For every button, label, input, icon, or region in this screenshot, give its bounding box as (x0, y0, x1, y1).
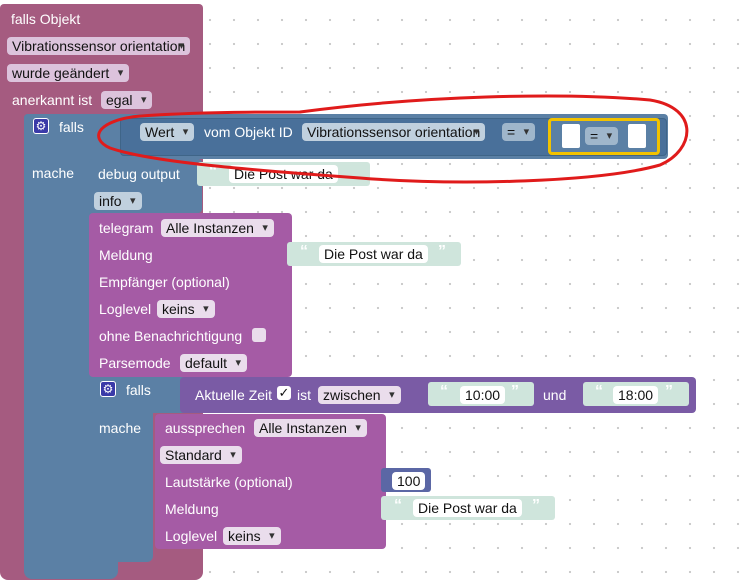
telegram-recipient-label: Empfänger (optional) (99, 274, 230, 290)
quote-open-icon: “ (394, 497, 402, 514)
time-relation-dropdown[interactable]: zwischen (318, 386, 401, 404)
value-dropdown[interactable]: Wert (140, 123, 195, 141)
speak-loglevel-label: Loglevel (165, 528, 218, 544)
quote-close-icon: ” (665, 383, 673, 400)
event-trigger-dropdown[interactable]: wurde geändert (7, 64, 130, 82)
telegram-label: telegram (99, 220, 154, 236)
time-label: Aktuelle Zeit (195, 387, 273, 403)
speak-loglevel-dropdown[interactable]: keins (223, 527, 281, 545)
condition-object-id[interactable]: Vibrationssensor orientation (302, 123, 486, 141)
if-mache-label: mache (32, 165, 75, 181)
speak-message-label: Meldung (165, 501, 219, 517)
empty-input-slot[interactable] (628, 124, 646, 148)
speak-voice-dropdown[interactable]: Standard (160, 446, 242, 464)
telegram-instance-dropdown[interactable]: Alle Instanzen (161, 219, 274, 237)
time-ist-label: ist (297, 387, 311, 403)
telegram-silent-label: ohne Benachrichtigung (99, 328, 243, 344)
debug-level-dropdown[interactable]: info (94, 192, 142, 210)
quote-open-icon: “ (440, 383, 448, 400)
inner-operator-dropdown[interactable]: = (585, 127, 619, 145)
ack-dropdown[interactable]: egal (101, 91, 153, 109)
inner-if-falls-label: falls (126, 382, 151, 398)
telegram-message-field[interactable]: Die Post war da (319, 245, 428, 263)
time-and-label: und (543, 387, 567, 403)
operator-dropdown[interactable]: = (502, 123, 536, 141)
quote-open-icon: “ (209, 163, 217, 180)
event-object-id-dropdown[interactable]: Vibrationssensor orientation (7, 37, 191, 55)
speak-volume-label: Lautstärke (optional) (165, 474, 293, 490)
event-title: falls Objekt (11, 11, 81, 27)
debug-label: debug output (98, 166, 180, 182)
inner-if-mache-label: mache (99, 420, 142, 436)
speak-label: aussprechen (165, 420, 246, 436)
telegram-parsemode-dropdown[interactable]: default (180, 354, 248, 372)
condition-mid-label: vom Objekt ID (204, 124, 293, 140)
quote-close-icon: ” (511, 383, 519, 400)
quote-close-icon: ” (532, 497, 540, 514)
silent-checkbox[interactable] (252, 328, 266, 342)
if-falls-label: falls (59, 119, 84, 135)
telegram-parsemode-label: Parsemode (99, 355, 171, 371)
time-from-field[interactable]: 10:00 (460, 386, 506, 404)
telegram-loglevel-dropdown[interactable]: keins (157, 300, 215, 318)
speak-instance-dropdown[interactable]: Alle Instanzen (254, 419, 367, 437)
speak-message-field[interactable]: Die Post war da (413, 499, 522, 517)
volume-value-field[interactable]: 100 (392, 472, 426, 490)
telegram-block[interactable] (89, 213, 292, 377)
gear-icon[interactable]: ⚙ (100, 381, 116, 397)
empty-input-slot[interactable] (562, 124, 580, 148)
quote-open-icon: “ (595, 383, 603, 400)
quote-open-icon: “ (300, 243, 308, 260)
telegram-message-label: Meldung (99, 247, 153, 263)
time-to-field[interactable]: 18:00 (613, 386, 659, 404)
telegram-loglevel-label: Loglevel (99, 301, 152, 317)
gear-icon[interactable]: ⚙ (33, 118, 49, 134)
ack-label: anerkannt ist (12, 92, 93, 108)
quote-close-icon: ” (438, 243, 446, 260)
time-checkbox[interactable]: ✓ (277, 385, 291, 400)
